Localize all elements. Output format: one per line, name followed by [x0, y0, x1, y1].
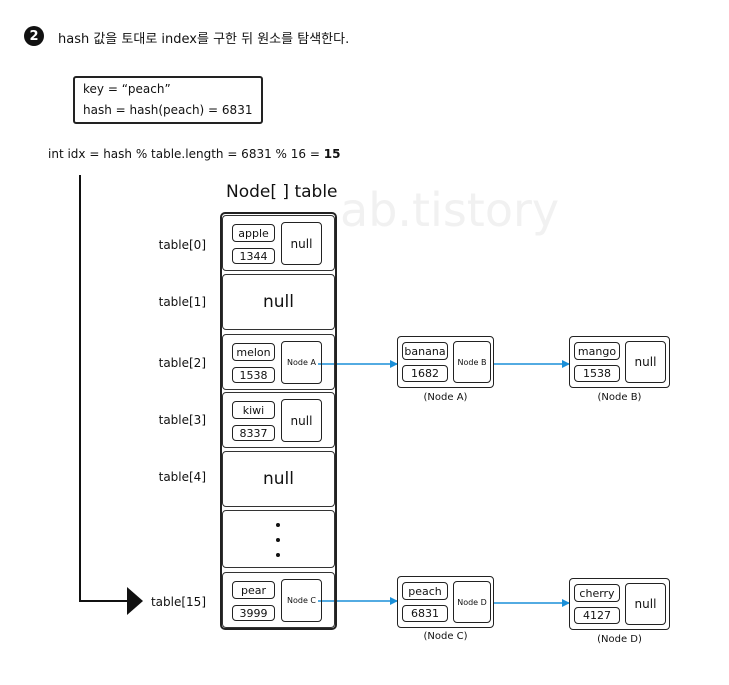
node-hash: 1538: [232, 367, 275, 383]
node-next: null: [281, 399, 322, 442]
node-hash: 8337: [232, 425, 275, 441]
node-key: melon: [232, 343, 275, 361]
node-table: [220, 212, 337, 630]
node-hash: 1344: [232, 248, 275, 264]
step-number-badge: 2: [24, 26, 44, 46]
node-b: mango 1538 null: [569, 336, 670, 388]
node-next: null: [281, 222, 322, 265]
slot-table0: apple 1344 null: [222, 215, 335, 271]
row-label-table15: table[15]: [150, 595, 206, 609]
node-key: pear: [232, 581, 275, 599]
step-description: hash 값을 토대로 index를 구한 뒤 원소를 탐색한다.: [58, 32, 350, 47]
index-pointer-arrowhead: [127, 587, 143, 615]
slot-table2: melon 1538 Node A: [222, 334, 335, 390]
node-next: Node A: [281, 341, 322, 384]
node-next: null: [625, 341, 666, 383]
node-b-caption: (Node B): [597, 392, 642, 403]
slot-table4: null: [222, 451, 335, 507]
ellipsis-dot: [276, 523, 280, 527]
node-a: banana 1682 Node B: [397, 336, 494, 388]
node-key: peach: [402, 582, 448, 600]
node-d-caption: (Node D): [597, 634, 642, 645]
node-a-caption: (Node A): [423, 392, 468, 403]
index-calculation: int idx = hash % table.length = 6831 % 1…: [48, 147, 340, 161]
slot-table1: null: [222, 274, 335, 330]
node-key: kiwi: [232, 401, 275, 419]
slot-ellipsis: [222, 510, 335, 568]
row-label-table0: table[0]: [158, 238, 206, 252]
row-label-table2: table[2]: [158, 356, 206, 370]
slot-table15: pear 3999 Node C: [222, 572, 335, 628]
node-key: mango: [574, 342, 620, 360]
node-hash: 1682: [402, 365, 448, 382]
index-result: 15: [323, 147, 341, 161]
node-key: cherry: [574, 584, 620, 602]
index-pointer-line: [79, 175, 128, 602]
node-c: peach 6831 Node D: [397, 576, 494, 628]
key-hash-box: key = “peach” hash = hash(peach) = 6831: [73, 76, 263, 124]
node-hash: 1538: [574, 365, 620, 382]
node-key: banana: [402, 342, 448, 360]
table-title: Node[ ] table: [226, 182, 338, 202]
node-hash: 3999: [232, 605, 275, 621]
node-c-caption: (Node C): [423, 631, 468, 642]
node-d: cherry 4127 null: [569, 578, 670, 630]
row-label-table3: table[3]: [158, 413, 206, 427]
key-line: key = “peach”: [83, 82, 171, 96]
watermark: ab.tistory: [340, 183, 560, 237]
node-next: Node B: [453, 341, 491, 383]
ellipsis-dot: [276, 553, 280, 557]
hash-line: hash = hash(peach) = 6831: [83, 103, 253, 117]
slot-table3: kiwi 8337 null: [222, 392, 335, 448]
node-hash: 6831: [402, 605, 448, 622]
node-key: apple: [232, 224, 275, 242]
node-hash: 4127: [574, 607, 620, 624]
row-label-table4: table[4]: [158, 470, 206, 484]
ellipsis-dot: [276, 538, 280, 542]
node-next: Node D: [453, 581, 491, 623]
node-next: Node C: [281, 579, 322, 622]
row-label-table1: table[1]: [158, 295, 206, 309]
node-next: null: [625, 583, 666, 625]
index-formula: int idx = hash % table.length = 6831 % 1…: [48, 147, 324, 161]
